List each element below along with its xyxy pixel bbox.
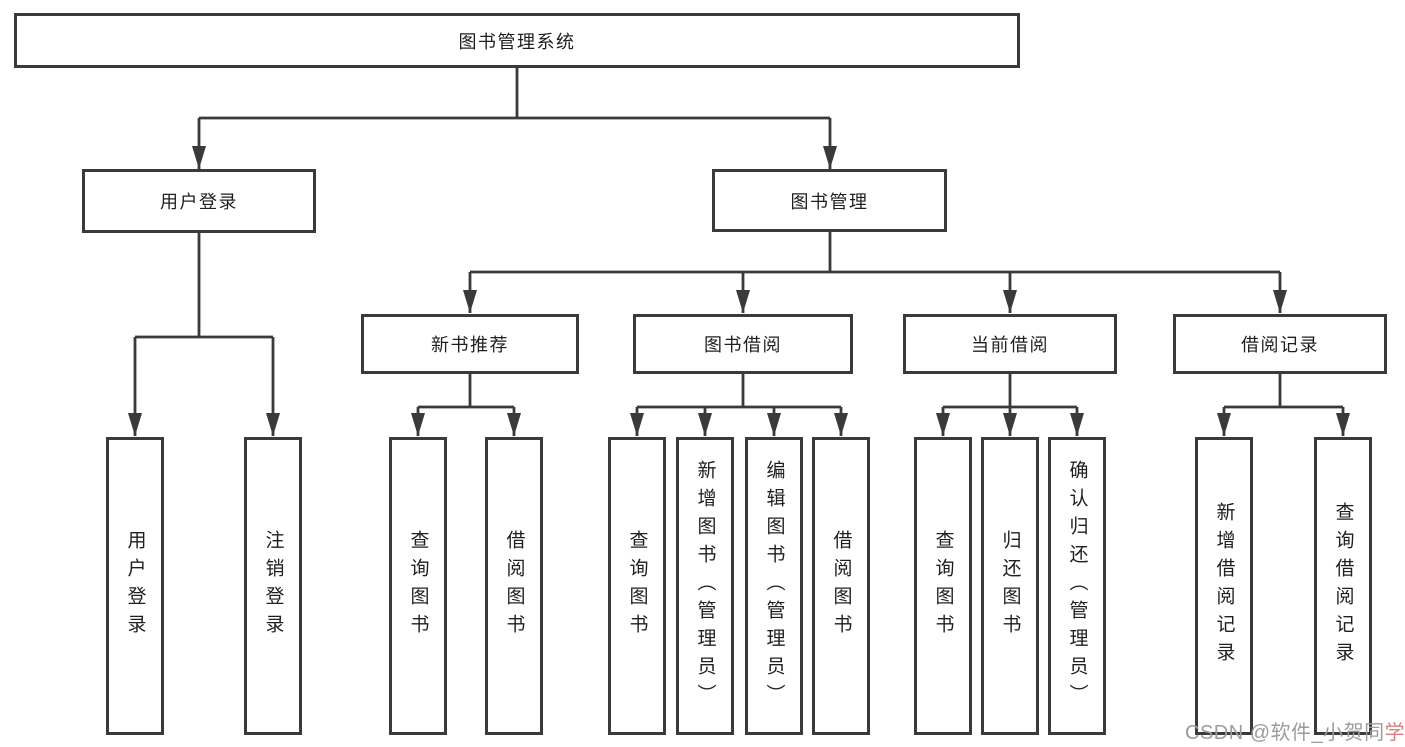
node-label: 新书推荐 (431, 335, 509, 355)
node-label: 用户登录 (160, 192, 238, 212)
watermark-accent-char: 学 (1384, 722, 1405, 744)
leaf-label: 新增借阅记录 (1213, 502, 1235, 670)
leaf-label: 查询图书 (626, 530, 648, 642)
leaf-user-login: 用户登录 (106, 437, 164, 735)
leaf-bb-query-books: 查询图书 (608, 437, 666, 735)
node-label: 借阅记录 (1241, 335, 1319, 355)
leaf-label: 查询图书 (932, 530, 954, 642)
leaf-br-query-record: 查询借阅记录 (1314, 437, 1372, 735)
leaf-label: 注销登录 (262, 530, 284, 642)
leaf-label: 归还图书 (999, 530, 1021, 642)
watermark-text: CSDN @软件_小贺同 (1185, 722, 1385, 744)
leaf-bb-add-books-admin: 新增图书（管理员） (676, 437, 734, 735)
leaf-cb-return-books: 归还图书 (981, 437, 1039, 735)
leaf-label: 借阅图书 (830, 530, 852, 642)
node-current-borrow: 当前借阅 (903, 314, 1117, 374)
node-book-management: 图书管理 (712, 169, 947, 232)
leaf-label: 查询借阅记录 (1332, 502, 1354, 670)
leaf-label: 编辑图书（管理员） (763, 460, 785, 712)
leaf-cb-query-books: 查询图书 (914, 437, 972, 735)
leaf-nb-query-books: 查询图书 (389, 437, 447, 735)
leaf-br-add-record: 新增借阅记录 (1195, 437, 1253, 735)
node-user-login: 用户登录 (82, 169, 316, 233)
leaf-label: 查询图书 (407, 530, 429, 642)
node-book-borrow: 图书借阅 (633, 314, 853, 374)
node-label: 图书管理系统 (458, 31, 576, 52)
leaf-label: 用户登录 (124, 530, 146, 642)
node-root-library-management-system: 图书管理系统 (14, 13, 1020, 68)
leaf-bb-borrow-books: 借阅图书 (812, 437, 870, 735)
leaf-logout-login: 注销登录 (244, 437, 302, 735)
node-label: 图书管理 (790, 191, 869, 212)
csdn-watermark: CSDN @软件_小贺同学 (1185, 716, 1405, 745)
node-label: 图书借阅 (704, 335, 782, 355)
node-borrow-records: 借阅记录 (1173, 314, 1387, 374)
leaf-nb-borrow-books: 借阅图书 (485, 437, 543, 735)
arrowheads (128, 146, 1350, 436)
leaf-label: 新增图书（管理员） (694, 460, 716, 712)
leaf-label: 确认归还（管理员） (1066, 460, 1088, 712)
leaf-cb-confirm-return-admin: 确认归还（管理员） (1048, 437, 1106, 735)
node-label: 当前借阅 (971, 335, 1049, 355)
leaf-bb-edit-books-admin: 编辑图书（管理员） (745, 437, 803, 735)
leaf-label: 借阅图书 (503, 530, 525, 642)
node-new-book-recommend: 新书推荐 (361, 314, 579, 374)
